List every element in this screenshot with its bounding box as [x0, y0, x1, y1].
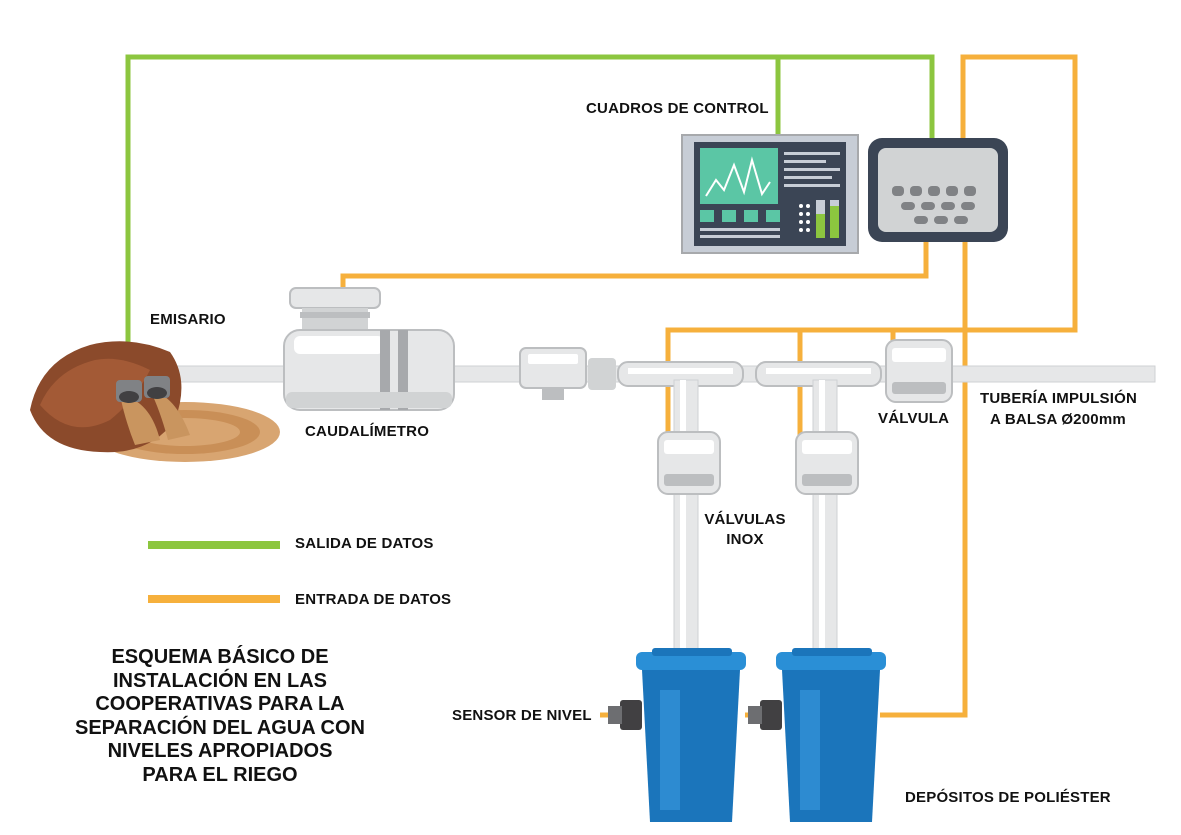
- label-flowmeter: CAUDALÍMETRO: [305, 423, 430, 440]
- control-panel-keypad: [868, 138, 1008, 242]
- fitting-1-shine: [628, 368, 733, 374]
- drop-pipe-left-shine: [680, 380, 686, 655]
- main-valve: [885, 339, 953, 403]
- label-valve: VÁLVULA: [878, 410, 950, 427]
- outfall: [30, 341, 280, 462]
- title-line-5: NIVELES APROPIADOS: [107, 740, 333, 762]
- pipe-sensor-box: [519, 347, 587, 400]
- drop-pipes: [673, 379, 838, 656]
- diagram-title: ESQUEMA BÁSICO DE INSTALACIÓN EN LAS COO…: [60, 646, 380, 787]
- inox-valve-right: [795, 431, 859, 495]
- title-line-4: SEPARACIÓN DEL AGUA CON: [74, 716, 366, 739]
- legend-label-input: ENTRADA DE DATOS: [295, 591, 452, 608]
- pipe-segment-outfall: [169, 365, 301, 383]
- flowmeter: [283, 287, 455, 411]
- fitting-2-shine: [766, 368, 871, 374]
- label-tanks: DEPÓSITOS DE POLIÉSTER: [905, 789, 1111, 806]
- title-line-2: INSTALACIÓN EN LAS: [112, 669, 328, 692]
- orange-wire-loop: [665, 54, 1078, 445]
- label-outfall: EMISARIO: [150, 311, 226, 328]
- label-pipe-line1: TUBERÍA IMPULSIÓN: [980, 390, 1138, 407]
- legend-swatch-output: [148, 541, 280, 549]
- title-line-3: COOPERATIVAS PARA LA: [95, 693, 345, 715]
- label-pipe: TUBERÍA IMPULSIÓN A BALSA Ø200mm: [980, 388, 1137, 430]
- label-control-panels: CUADROS DE CONTROL: [586, 100, 769, 117]
- tank-left: [608, 648, 746, 822]
- orange-wire-sensor-right: [880, 240, 968, 718]
- label-inox-line2: INOX: [726, 531, 764, 548]
- legend-swatch-input: [148, 595, 280, 603]
- label-inox-valves: VÁLVULAS INOX: [700, 510, 790, 550]
- legend-label-output: SALIDA DE DATOS: [295, 535, 434, 552]
- orange-wire-flowmeter: [340, 238, 929, 292]
- inox-valve-left: [657, 431, 721, 495]
- green-data-output-wires: [125, 54, 935, 395]
- label-level-sensor: SENSOR DE NIVEL: [452, 707, 592, 724]
- drop-pipe-right-shine: [819, 380, 825, 655]
- tank-right: [748, 648, 886, 822]
- reducer: [588, 358, 616, 390]
- main-pipe: [169, 358, 1156, 390]
- green-wire-outfall: [125, 54, 935, 395]
- label-pipe-line2: A BALSA Ø200mm: [990, 411, 1126, 428]
- title-line-6: PARA EL RIEGO: [142, 763, 298, 786]
- title-line-1: ESQUEMA BÁSICO DE: [111, 646, 329, 668]
- control-panel-screen: [681, 134, 859, 254]
- label-inox-line1: VÁLVULAS: [704, 511, 786, 528]
